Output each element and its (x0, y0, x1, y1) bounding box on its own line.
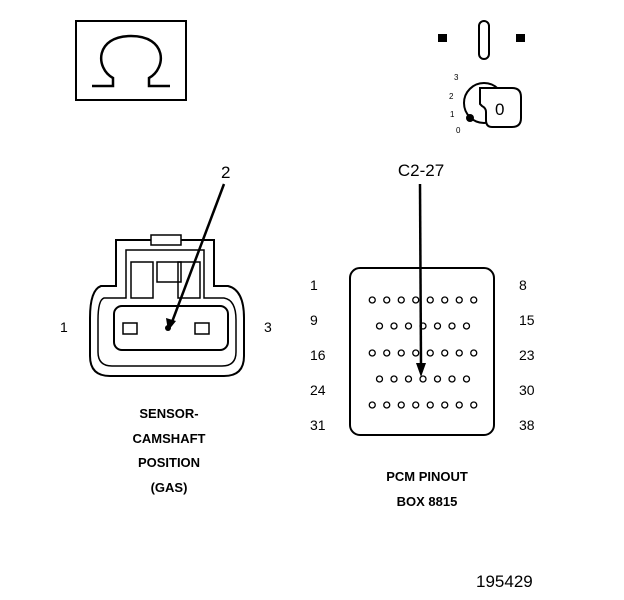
pcm-pin (397, 296, 405, 304)
pcm-pin (397, 349, 405, 357)
pcm-connector-body (349, 267, 495, 436)
pcm-pin (470, 349, 478, 357)
pcm-pin (368, 296, 376, 304)
pcm-right-label-2: 15 (519, 312, 535, 328)
pcm-pin (426, 296, 434, 304)
key-position-2: 2 (449, 92, 454, 101)
pcm-pin (383, 349, 391, 357)
key-position-1: 1 (450, 110, 455, 119)
pcm-pin (441, 296, 449, 304)
sensor-caption-line-1: SENSOR- (139, 406, 198, 421)
pcm-caption-line-2: BOX 8815 (397, 494, 458, 509)
ignition-switch-icon: 3 2 1 0 0 (438, 20, 525, 135)
pcm-pin (433, 375, 442, 383)
pcm-pin (462, 322, 471, 330)
ohm-icon (92, 34, 170, 88)
pcm-pin (375, 322, 384, 330)
pcm-pin (412, 296, 420, 304)
sensor-caption-line-2: CAMSHAFT (133, 431, 206, 446)
pcm-pin-grid (368, 296, 478, 409)
pcm-pin (412, 349, 420, 357)
pcm-callout-arrowhead (416, 363, 426, 377)
pcm-left-label-3: 16 (310, 347, 326, 363)
pcm-pin (426, 401, 434, 409)
pcm-left-label-1: 1 (310, 277, 318, 293)
pcm-pin (397, 401, 405, 409)
pcm-pin (426, 349, 434, 357)
pcm-pin (448, 322, 456, 330)
pcm-right-label-4: 30 (519, 382, 535, 398)
pcm-left-label-2: 9 (310, 312, 318, 328)
pcm-right-label-5: 38 (519, 417, 535, 433)
pcm-pin (441, 401, 449, 409)
pcm-callout-arrow (418, 183, 423, 367)
pcm-pin (419, 375, 427, 383)
ohm-meter-box (75, 20, 187, 101)
key-position-3: 3 (454, 73, 459, 82)
pcm-pin (412, 401, 420, 409)
pcm-pin (470, 296, 478, 304)
sensor-caption-line-3: POSITION (138, 455, 200, 470)
pcm-pin (383, 401, 391, 409)
pcm-right-label-1: 8 (519, 277, 527, 293)
pcm-pin (448, 375, 456, 383)
pcm-pin (375, 375, 384, 383)
pcm-pin (455, 401, 463, 409)
pcm-pin (390, 375, 398, 383)
pcm-pin (404, 375, 413, 383)
pcm-pin (441, 349, 449, 357)
pcm-left-label-5: 31 (310, 417, 326, 433)
pcm-right-label-3: 23 (519, 347, 535, 363)
sensor-caption-line-4: (GAS) (151, 480, 188, 495)
sensor-pin-callout: 2 (221, 163, 230, 182)
key-icon (479, 87, 522, 128)
sensor-pin-right: 3 (264, 319, 272, 335)
pcm-pin (433, 322, 442, 330)
figure-number: 195429 (476, 572, 533, 591)
pcm-pin (455, 349, 463, 357)
pcm-pin (368, 401, 376, 409)
pcm-caption-line-1: PCM PINOUT (386, 469, 468, 484)
pcm-pin (404, 322, 413, 330)
sensor-connector (89, 183, 245, 377)
pcm-left-label-4: 24 (310, 382, 326, 398)
pcm-pin (455, 296, 463, 304)
pcm-pin (462, 375, 471, 383)
pcm-pin-callout: C2-27 (398, 161, 444, 180)
pcm-pin (470, 401, 478, 409)
key-label: 0 (495, 100, 504, 119)
sensor-pin-left: 1 (60, 319, 68, 335)
key-position-0: 0 (456, 126, 461, 135)
pcm-pin (368, 349, 376, 357)
pcm-pin (390, 322, 398, 330)
pcm-pin (383, 296, 391, 304)
